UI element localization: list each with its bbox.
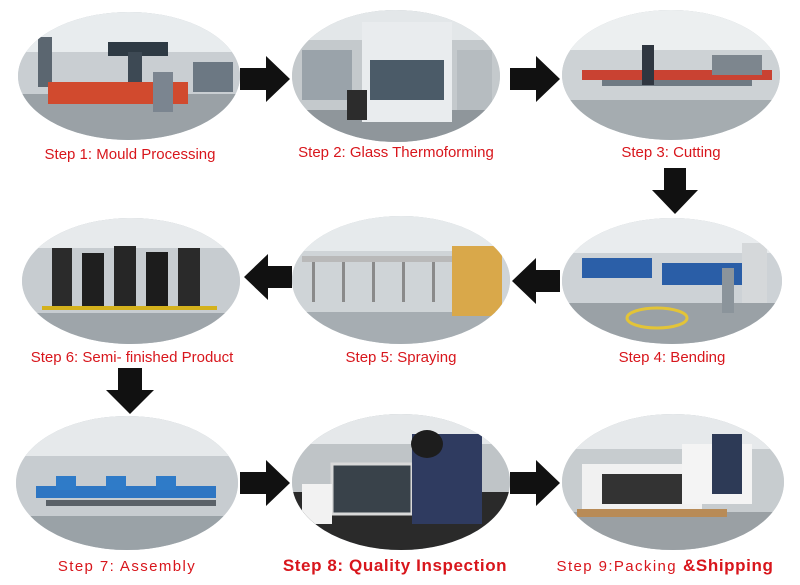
step-5-photo (292, 216, 510, 344)
arrow-left-icon (244, 254, 292, 300)
step-6-photo (22, 218, 240, 344)
step-7-label: Step 7: Assembly (57, 558, 197, 575)
step-9-label: Step 9:Packing&Shipping (540, 556, 790, 576)
arrow-down-icon (652, 168, 698, 214)
arrow-right-icon (240, 460, 290, 506)
step-9-photo (562, 414, 784, 550)
step-8-label: Step 8: Quality Inspection (282, 556, 508, 575)
arrow-left-icon (512, 258, 560, 304)
step-3-photo (562, 10, 780, 140)
arrow-right-icon (510, 56, 560, 102)
step-1-label: Step 1: Mould Processing (44, 146, 216, 163)
step-5-label: Step 5: Spraying (345, 349, 457, 366)
step-9-label-main: Step 9:Packing (556, 558, 678, 575)
step-9-label-extra: &Shipping (683, 556, 774, 575)
step-1-photo (18, 12, 240, 140)
step-3-label: Step 3: Cutting (621, 144, 721, 161)
step-4-label: Step 4: Bending (618, 349, 726, 366)
step-6-label: Step 6: Semi- finished Product (30, 349, 234, 366)
step-4-photo (562, 218, 782, 344)
step-7-photo (16, 416, 238, 550)
step-8-photo (292, 414, 510, 550)
arrow-down-icon (106, 368, 154, 414)
arrow-right-icon (510, 460, 560, 506)
arrow-right-icon (240, 56, 290, 102)
step-2-photo (292, 10, 500, 142)
step-2-label: Step 2: Glass Thermoforming (298, 144, 494, 161)
